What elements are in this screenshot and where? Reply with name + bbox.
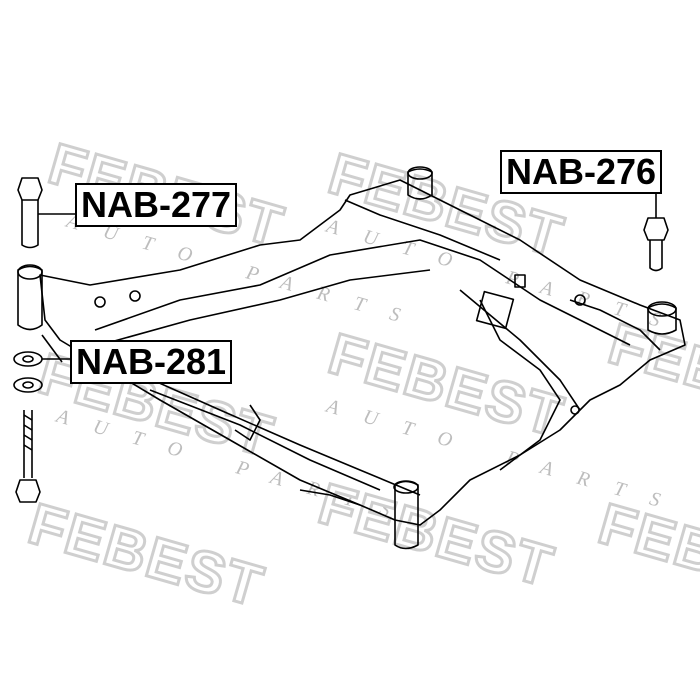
- part-label-nab-276[interactable]: NAB-276: [500, 150, 663, 194]
- part-label-nab-281[interactable]: NAB-281: [70, 340, 233, 384]
- bolt-nab-277: [17, 177, 43, 201]
- long-bolt: [15, 410, 41, 503]
- subframe-outline: [39, 179, 686, 526]
- bushing-top: [407, 168, 433, 200]
- bushing-left: [17, 265, 43, 331]
- washer-nab-281: [13, 351, 43, 367]
- bolt-nab-276: [643, 217, 669, 241]
- part-label-nab-277[interactable]: NAB-277: [75, 183, 238, 227]
- bushing-right: [647, 303, 677, 335]
